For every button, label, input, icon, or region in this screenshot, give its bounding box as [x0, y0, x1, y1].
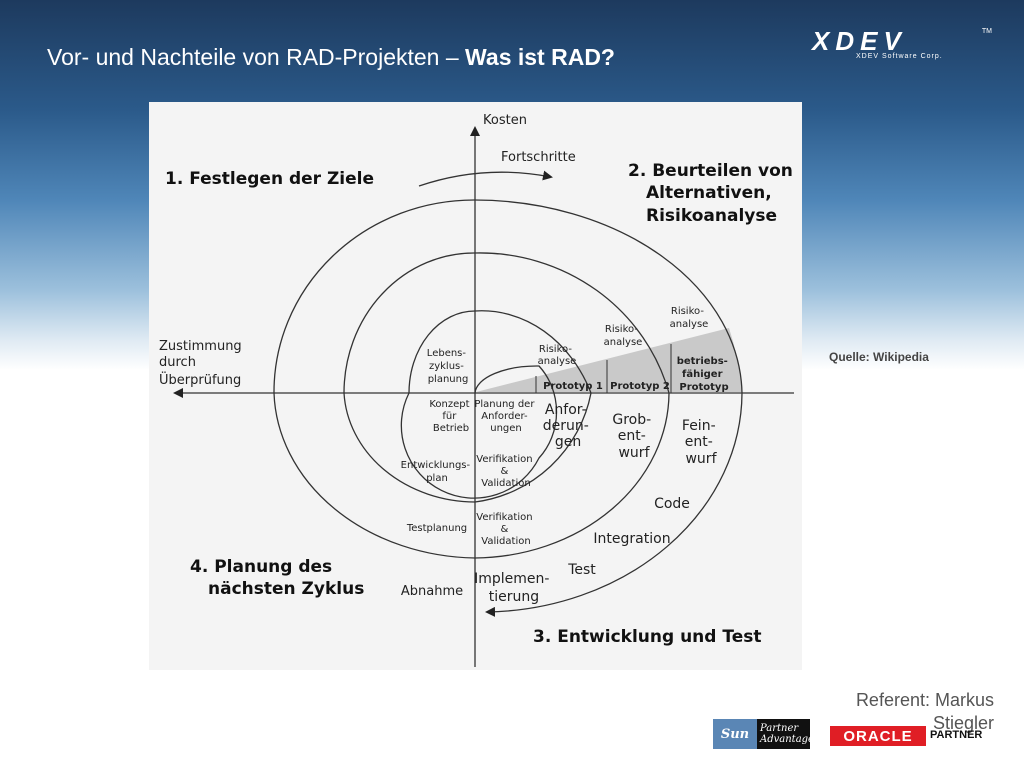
prototype-1-label: Prototyp 1 [543, 381, 603, 392]
spiral-model-diagram: Kosten Fortschritte Zustimmung durch Übe… [149, 102, 802, 670]
spiral-loop-2 [343, 252, 592, 503]
sun-partner-line1: Partner [760, 723, 799, 734]
test-label: Test [567, 562, 596, 578]
risk-analysis-wedge [476, 328, 742, 392]
sun-partner-logo: Sun Partner Advantage [713, 719, 814, 749]
requirements-label: Anfor- derun- gen [543, 402, 594, 450]
axis-label-approval: Zustimmung durch Überprüfung [159, 339, 246, 388]
prototype-2-label: Prototyp 2 [610, 381, 670, 392]
concept-label: Konzept für Betrieb [429, 399, 472, 434]
integration-label: Integration [593, 531, 670, 547]
progress-label: Fortschritte [501, 150, 576, 165]
sun-partner-line2: Advantage [760, 734, 814, 745]
spiral-model-svg: Kosten Fortschritte Zustimmung durch Übe… [159, 113, 799, 667]
quadrant-2-label: 2. Beurteilen von Alternativen, Risikoan… [628, 161, 799, 226]
progress-arrow [418, 170, 553, 187]
slide-title-bold: Was ist RAD? [465, 44, 615, 70]
operational-prototype-label: betriebs- fähiger Prototyp [677, 356, 732, 393]
xdev-logo: XDEV TM XDEV Software Corp. [812, 26, 994, 64]
risk-analysis-2: Risiko- analyse [604, 324, 643, 348]
fine-design-label: Fein- ent- wurf [682, 418, 720, 467]
presenter-caption: Referent: Markus Stiegler [855, 690, 994, 733]
xdev-logo-tm: TM [981, 28, 992, 35]
lifecycle-planning-label: Lebens- zyklus- planung [427, 348, 469, 385]
slide-title-plain: Vor- und Nachteile von RAD-Projekten – [47, 44, 466, 70]
spiral-loop-3 [273, 199, 670, 559]
spiral-loops [273, 199, 743, 617]
risk-analysis-1: Risiko- analyse [538, 344, 577, 367]
quadrant-3-label: 3. Entwicklung und Test [533, 627, 762, 647]
prototype-dividers [535, 344, 672, 393]
test-planning-label: Testplanung [406, 523, 467, 534]
verification-validation-1: Verifikation & Validation [476, 454, 536, 489]
xdev-logo-subtitle: XDEV Software Corp. [856, 53, 943, 60]
axis-label-costs: Kosten [483, 113, 527, 128]
source-caption: Quelle: Wikipedia [829, 350, 929, 364]
quadrant-4-label: 4. Planung des nächsten Zyklus [190, 557, 364, 599]
oracle-partner-word: PARTNER [930, 729, 983, 741]
development-plan-label: Entwicklungs- plan [401, 460, 474, 484]
sun-partner-text: Partner Advantage [757, 719, 814, 749]
oracle-logo-mark: ORACLE [830, 726, 926, 746]
spiral-loop-4 [474, 199, 743, 617]
sun-logo-mark: Sun [713, 719, 757, 749]
acceptance-label: Abnahme [401, 584, 463, 599]
quadrant-1-label: 1. Festlegen der Ziele [165, 169, 374, 189]
verification-validation-2: Verifikation & Validation [476, 512, 536, 547]
requirements-planning-label: Planung der Anforder- ungen [474, 399, 537, 434]
implementation-label: Implemen- tierung [474, 571, 554, 605]
spiral-loop-1 [400, 310, 558, 499]
oracle-partner-logo: ORACLE PARTNER [830, 726, 990, 748]
rough-design-label: Grob- ent- wurf [612, 412, 655, 461]
slide-title: Vor- und Nachteile von RAD-Projekten – W… [47, 44, 615, 71]
xdev-logo-word: XDEV [812, 26, 907, 56]
risk-analysis-3: Risiko- analyse [670, 306, 709, 330]
code-label: Code [654, 496, 690, 512]
